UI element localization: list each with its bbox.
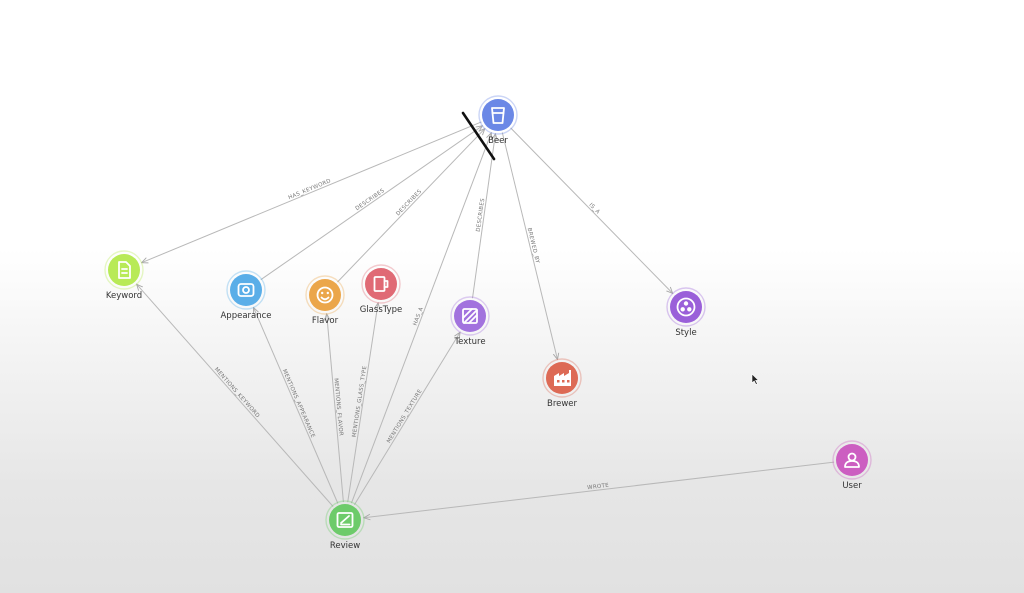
edge-brewed-by[interactable]: BREWED_BY xyxy=(501,132,557,360)
node-appearance[interactable]: Appearance xyxy=(220,270,272,321)
user-icon xyxy=(844,452,860,468)
beer-glass-icon xyxy=(491,107,505,124)
edge-label: HAS_KEYWORD xyxy=(288,178,333,201)
edge-label: MENTIONS_FLAVOR xyxy=(332,378,343,436)
node-label: Texture xyxy=(453,337,485,347)
node-halo xyxy=(666,287,706,327)
node-circle xyxy=(309,279,341,311)
node-circle xyxy=(108,254,140,286)
nodes-layer: Beer Keyword Appearance xyxy=(104,95,872,551)
node-circle xyxy=(482,99,514,131)
node-texture[interactable]: Texture xyxy=(450,296,490,347)
node-halo xyxy=(361,264,401,304)
edge-label: MENTIONS_APPEARANCE xyxy=(281,369,316,440)
node-halo xyxy=(226,270,266,310)
pencil-note-icon xyxy=(336,512,354,528)
node-label: Beer xyxy=(488,136,508,146)
node-halo xyxy=(305,275,345,315)
node-halo xyxy=(542,358,582,398)
edge-texture-describes[interactable]: DESCRIBES xyxy=(472,134,496,299)
node-flavor[interactable]: Flavor xyxy=(305,275,345,326)
edge-mentions-appearance[interactable]: MENTIONS_APPEARANCE xyxy=(254,308,339,504)
node-label: Appearance xyxy=(220,311,271,321)
factory-icon xyxy=(554,370,571,386)
node-user[interactable]: User xyxy=(832,440,872,491)
camera-icon xyxy=(237,283,255,297)
document-icon xyxy=(118,261,131,279)
node-label: User xyxy=(842,481,862,491)
node-label: Brewer xyxy=(547,399,578,409)
node-circle xyxy=(230,274,262,306)
hatched-square-icon xyxy=(462,308,478,324)
mug-icon xyxy=(373,276,389,292)
node-halo xyxy=(450,296,490,336)
mouse-cursor-icon xyxy=(751,373,760,385)
edge-mentions-texture[interactable]: MENTIONS_TEXTURE xyxy=(353,332,460,505)
node-halo xyxy=(325,500,365,540)
node-keyword[interactable]: Keyword xyxy=(104,250,144,301)
edge-label: DESCRIBES xyxy=(476,198,487,233)
edge-label: DESCRIBES xyxy=(395,188,423,217)
annotation-slash-mark xyxy=(461,111,496,161)
node-halo xyxy=(832,440,872,480)
edge-label: WROTE xyxy=(587,483,610,492)
edge-label: MENTIONS_KEYWORD xyxy=(213,367,261,420)
node-label: Style xyxy=(675,328,696,338)
node-label: Flavor xyxy=(312,316,339,326)
edge-mentions-flavor[interactable]: MENTIONS_FLAVOR xyxy=(327,314,344,503)
node-label: Review xyxy=(330,541,360,551)
face-icon xyxy=(316,286,334,304)
node-circle xyxy=(365,268,397,300)
node-brewer[interactable]: Brewer xyxy=(542,358,582,409)
node-label: Keyword xyxy=(106,291,142,301)
three-dots-icon xyxy=(676,297,696,317)
edge-has-keyword[interactable]: HAS_KEYWORD xyxy=(142,121,482,263)
node-halo xyxy=(104,250,144,290)
node-review[interactable]: Review xyxy=(325,500,365,551)
edge-appearance-describes[interactable]: DESCRIBES xyxy=(260,126,483,281)
node-beer[interactable]: Beer xyxy=(478,95,518,146)
node-glasstype[interactable]: GlassType xyxy=(360,264,403,315)
edge-label: HAS_A xyxy=(412,306,424,326)
edge-wrote[interactable]: WROTE xyxy=(364,461,835,518)
node-label: GlassType xyxy=(360,305,403,315)
node-style[interactable]: Style xyxy=(666,287,706,338)
edge-label: DESCRIBES xyxy=(355,188,386,212)
node-circle xyxy=(670,291,702,323)
node-halo xyxy=(478,95,518,135)
edge-label: MENTIONS_GLASS_TYPE xyxy=(352,365,369,437)
